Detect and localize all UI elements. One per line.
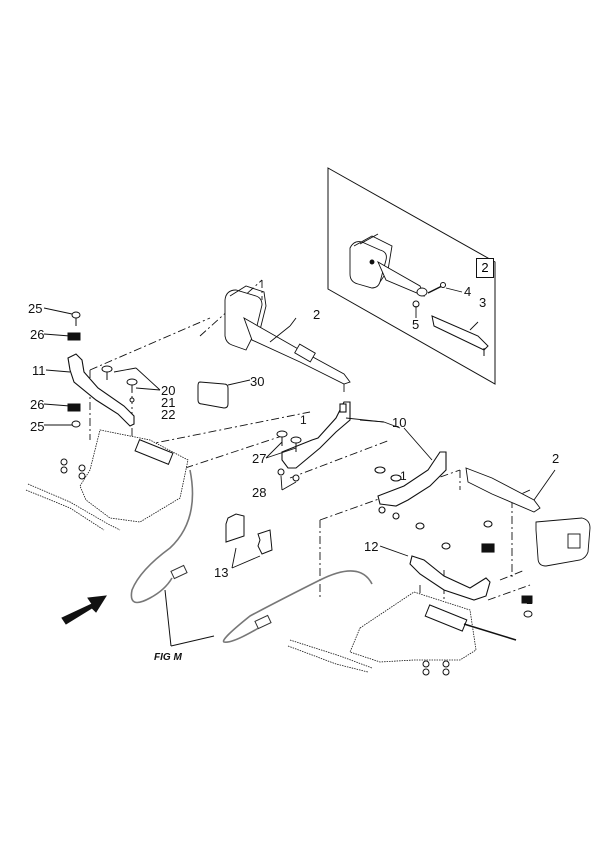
callout-5: 5 [412, 317, 420, 332]
callout-28: 28 [252, 485, 267, 500]
part-13-covers [225, 513, 273, 555]
figure-label: FIG M [154, 652, 182, 663]
cable-left [130, 469, 194, 604]
callout-1-a: 1 [300, 413, 307, 427]
actuator-upper [224, 285, 351, 392]
inset-tag: 2 [476, 258, 494, 278]
bracket-right-mid [374, 451, 447, 520]
callout-20: 20 [161, 383, 176, 398]
fasteners-27-28 [276, 430, 302, 482]
callout-25-lower: 25 [30, 419, 45, 434]
callout-12: 12 [364, 539, 379, 554]
callout-22: 22 [161, 407, 176, 422]
inset-bracket [431, 315, 489, 356]
callout-11: 11 [32, 363, 46, 378]
fig-m-leader [164, 589, 215, 647]
base-plate-left [25, 429, 189, 531]
callout-1-b: 1 [400, 469, 407, 483]
fasteners-25-26-upper [67, 311, 81, 428]
base-plate-lower [287, 591, 477, 673]
callout-10: 10 [392, 415, 407, 430]
callout-27: 27 [252, 451, 267, 466]
callout-1-c: 1 [526, 593, 533, 607]
callout-26-lower: 26 [30, 397, 45, 412]
leader-lines [43, 287, 556, 569]
callout-3: 3 [479, 295, 487, 310]
actuator-lower [465, 467, 591, 567]
callout-13: 13 [214, 565, 229, 580]
inset-actuator-motor [349, 233, 428, 297]
callout-2-upper: 2 [313, 307, 321, 322]
arrow-icon [61, 595, 107, 625]
motor-left [60, 439, 174, 480]
callout-25-upper: 25 [28, 301, 43, 316]
bracket-10 [281, 401, 351, 469]
callout-30: 30 [250, 374, 265, 389]
bracket-11 [67, 353, 135, 427]
bracket-12 [409, 520, 495, 601]
callout-26-upper: 26 [30, 327, 45, 342]
motor-lower [422, 595, 533, 676]
callout-2-lower: 2 [552, 451, 560, 466]
cable-lower [222, 570, 373, 643]
callout-4: 4 [464, 284, 472, 299]
fasteners-20-21-22 [101, 365, 138, 403]
part-30-block [197, 381, 229, 409]
callout-21: 21 [161, 395, 176, 410]
